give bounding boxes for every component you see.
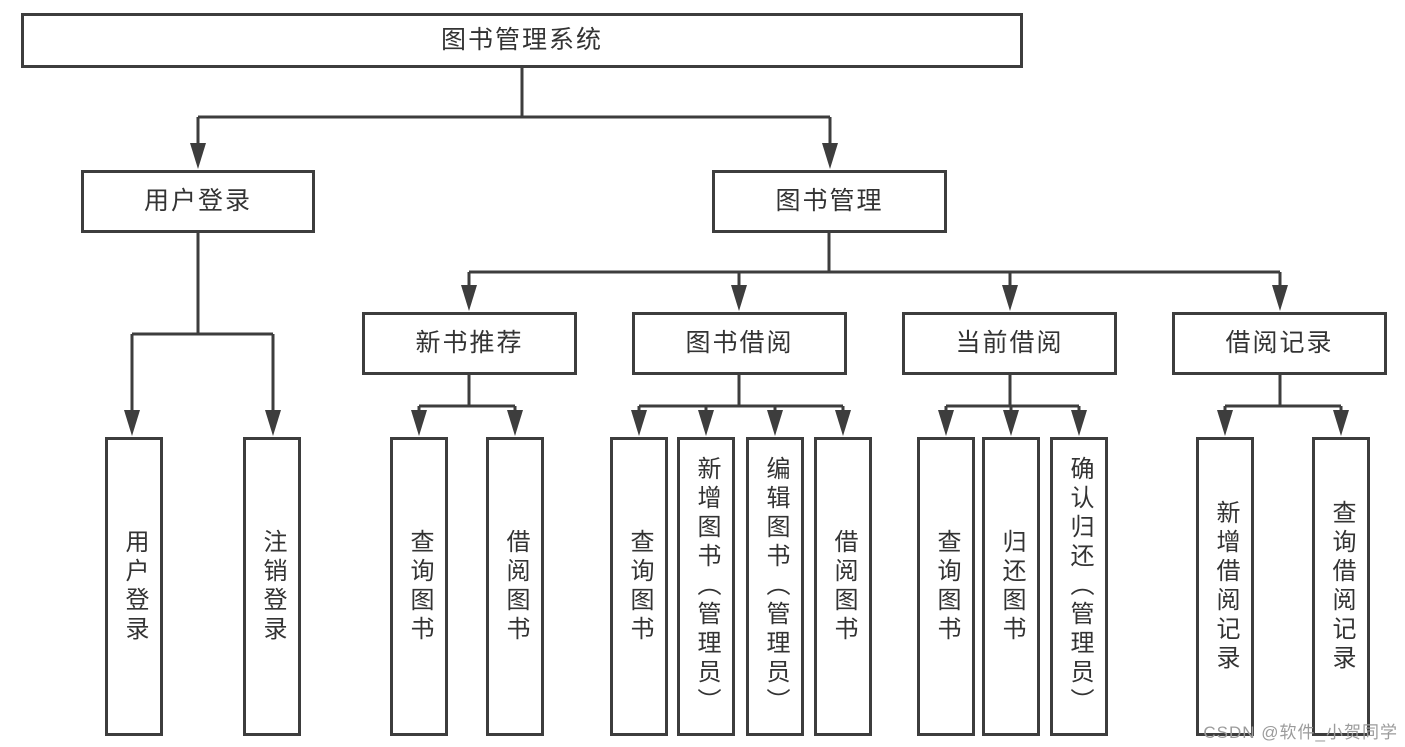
node-confirm-return-admin: 确认归还（管理员） (1050, 437, 1108, 736)
connector-records-to-leaves (1223, 375, 1343, 413)
arrowhead (124, 410, 140, 436)
node-user-login-module: 用户登录 (81, 170, 315, 233)
node-return-books: 归还图书 (982, 437, 1040, 736)
arrowhead (411, 410, 427, 436)
arrowhead (698, 410, 714, 436)
node-query-books-current: 查询图书 (917, 437, 975, 736)
arrowhead (507, 410, 523, 436)
arrowhead (767, 410, 783, 436)
node-current-borrowing: 当前借阅 (902, 312, 1117, 375)
node-new-book-recommendation: 新书推荐 (362, 312, 577, 375)
arrowhead (1002, 285, 1018, 311)
connector-bookmgmt-to-level3 (467, 233, 1282, 288)
node-add-borrow-record: 新增借阅记录 (1196, 437, 1254, 736)
csdn-watermark: CSDN @软件_小贺同学 (1203, 723, 1398, 742)
arrowhead (731, 285, 747, 311)
node-query-books-recommend: 查询图书 (390, 437, 448, 736)
connector-current-to-leaves (944, 375, 1081, 413)
arrowhead (1003, 410, 1019, 436)
node-query-books-borrow: 查询图书 (610, 437, 668, 736)
arrowhead (461, 285, 477, 311)
connector-userlogin-to-leaves (130, 233, 275, 413)
arrowhead (1217, 410, 1233, 436)
arrowhead (938, 410, 954, 436)
node-book-borrowing: 图书借阅 (632, 312, 847, 375)
node-borrow-books: 借阅图书 (814, 437, 872, 736)
arrowhead (631, 410, 647, 436)
connector-recommend-to-leaves (417, 375, 517, 413)
arrowhead (835, 410, 851, 436)
node-user-login: 用户登录 (105, 437, 163, 736)
arrowhead (1071, 410, 1087, 436)
node-query-borrow-record: 查询借阅记录 (1312, 437, 1370, 736)
node-book-management-module: 图书管理 (712, 170, 947, 233)
node-borrowing-records: 借阅记录 (1172, 312, 1387, 375)
connector-root-to-level2 (196, 68, 832, 146)
arrowhead (1333, 410, 1349, 436)
node-add-books-admin: 新增图书（管理员） (677, 437, 735, 736)
arrowhead (265, 410, 281, 436)
node-borrow-books-recommend: 借阅图书 (486, 437, 544, 736)
node-logout: 注销登录 (243, 437, 301, 736)
arrowhead (822, 143, 838, 169)
connector-borrowing-to-leaves (637, 375, 845, 413)
node-library-management-system: 图书管理系统 (21, 13, 1023, 68)
node-edit-books-admin: 编辑图书（管理员） (746, 437, 804, 736)
arrowhead (190, 143, 206, 169)
arrowhead (1272, 285, 1288, 311)
